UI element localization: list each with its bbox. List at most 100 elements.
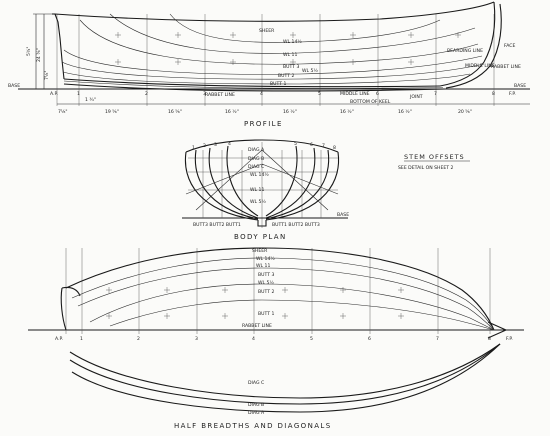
hb-station-6: 6 xyxy=(368,336,371,342)
dim-station-7: 16 ½" xyxy=(398,108,412,115)
label-sheer: SHEER xyxy=(259,28,275,34)
profile-station-4: 4 xyxy=(260,91,263,97)
hb-wl-14-half xyxy=(71,257,495,331)
bp-station-3: 3 xyxy=(214,142,217,148)
diag-a-line xyxy=(69,343,501,399)
hb-label-butt-1: BUTT 1 xyxy=(258,311,275,317)
bp-station-1: 1 xyxy=(192,145,195,151)
body-plan-sections-aft xyxy=(184,145,259,221)
profile-station-3: 3 xyxy=(203,91,206,97)
hb-label-wl-14-half: WL 14½ xyxy=(256,255,275,262)
hb-station-ap: A.P. xyxy=(55,336,63,342)
body-plan-title: BODY PLAN xyxy=(234,233,287,241)
hb-transom xyxy=(60,287,67,331)
label-bp-wl-5-half: WL 5½ xyxy=(250,198,266,205)
dim-height-b: 24 ⅜" xyxy=(36,48,42,62)
profile-station-ap: A.P. xyxy=(50,91,58,97)
stem-outer xyxy=(445,3,502,89)
hb-station-3: 3 xyxy=(195,336,198,342)
dim-station-8: 20 ⅝" xyxy=(458,109,472,115)
bp-station-6: 6 xyxy=(310,142,313,148)
label-bottom-of-keel: BOTTOM OF KEEL xyxy=(350,99,391,105)
profile-plus-marks xyxy=(115,32,461,65)
hb-label-sheer: SHEER xyxy=(252,248,268,254)
hb-station-5: 5 xyxy=(310,336,313,342)
body-plan-sheer xyxy=(185,139,339,153)
dim-height-a: 5¾" xyxy=(26,47,32,57)
label-rabbet-line-bow: RABBET LINE xyxy=(491,64,521,70)
label-wl-14-half: WL 14½ xyxy=(283,38,302,45)
wl-5-half-curve xyxy=(61,61,485,80)
transom-line xyxy=(54,13,65,80)
profile-station-8: 8 xyxy=(492,91,495,97)
profile-title: PROFILE xyxy=(244,120,283,128)
stem-offsets-note: STEM OFFSETS SEE DETAIL ON SHEET 2 xyxy=(398,153,470,171)
hb-plus-marks xyxy=(106,287,404,319)
hb-station-4: 4 xyxy=(252,336,255,342)
label-face: FACE xyxy=(504,43,515,49)
wl-11-curve xyxy=(169,13,441,43)
label-diag-c: DIAG C xyxy=(248,164,264,170)
bp-station-8: 8 xyxy=(333,145,336,151)
bp-station-7: 7 xyxy=(322,143,325,149)
dim-station-4: 16 ½" xyxy=(225,108,239,115)
profile-height-dims xyxy=(33,13,55,89)
label-wl-5-half: WL 5½ xyxy=(302,67,318,74)
hb-bow-tip xyxy=(487,321,508,339)
label-base-left: BASE xyxy=(8,83,20,89)
stem-face xyxy=(439,1,496,87)
dim-station-2: 19 ⅝" xyxy=(105,109,119,115)
middle-line xyxy=(63,80,444,89)
hb-wl-11 xyxy=(77,267,495,331)
label-wl-11: WL 11 xyxy=(283,52,297,58)
label-hb-diag-b: DIAG B xyxy=(248,402,264,408)
label-diag-b: DIAG B xyxy=(248,156,264,162)
label-bearding-line: BEARDING LINE xyxy=(447,48,483,54)
profile-station-6: 6 xyxy=(376,91,379,97)
diagonals-view: DIAG C DIAG B DIAG A HALF BREADTHS AND D… xyxy=(69,343,501,430)
diag-b-line xyxy=(69,343,501,405)
hb-label-butt-3: BUTT 3 xyxy=(258,272,275,278)
body-plan-diagonals xyxy=(185,149,339,211)
wl-14-half-curve xyxy=(109,13,476,54)
label-bp-butts-left: BUTT3 BUTT2 BUTT1 xyxy=(193,222,241,228)
profile-station-1: 1 xyxy=(77,91,80,97)
dim-station-5: 16 ½" xyxy=(283,108,297,115)
body-plan-keel xyxy=(257,220,267,227)
hb-label-rabbet-line: RABBET LINE xyxy=(242,323,272,329)
dim-height-c: 7⅛" xyxy=(44,71,50,81)
label-middle-line: MIDDLE LINE xyxy=(340,91,370,97)
hb-station-1: 1 xyxy=(80,336,83,342)
hb-wl-5-half xyxy=(89,283,495,331)
label-butt-2: BUTT 2 xyxy=(278,73,295,79)
label-bp-wl-14-half: WL 14½ xyxy=(250,171,269,178)
label-bp-butts-right: BUTT1 BUTT2 BUTT3 xyxy=(272,222,320,228)
half-breadth-view: SHEER WL 14½ WL 11 BUTT 3 WL 5½ BUTT 2 B… xyxy=(28,247,524,342)
label-middle-line-bow: MIDDLE LINE xyxy=(465,63,495,69)
half-breadths-title: HALF BREADTHS AND DIAGONALS xyxy=(174,422,332,430)
body-plan-sections-fwd xyxy=(265,145,340,221)
profile-station-7: 7 xyxy=(434,91,437,97)
profile-station-lines xyxy=(56,14,495,106)
hb-butt-curve xyxy=(109,299,495,331)
butt-1-curve xyxy=(62,71,471,85)
keel-bottom xyxy=(63,83,447,92)
label-hb-diag-c: DIAG C xyxy=(248,380,264,386)
hb-sheer xyxy=(65,247,495,331)
label-bp-base: BASE xyxy=(337,212,349,218)
hb-label-wl-5-half: WL 5½ xyxy=(258,279,274,286)
butt-3-curve xyxy=(79,19,479,65)
hb-station-7: 7 xyxy=(436,336,439,342)
label-butt-1: BUTT 1 xyxy=(270,81,287,87)
stem-offsets-title: STEM OFFSETS xyxy=(404,153,465,161)
bp-station-4: 4 xyxy=(228,141,231,147)
hb-station-lines xyxy=(65,248,491,334)
profile-station-5: 5 xyxy=(318,91,321,97)
label-hb-diag-a: DIAG A xyxy=(248,410,265,416)
butt-2-curve xyxy=(63,49,483,75)
profile-station-fp: F.P. xyxy=(509,91,516,97)
label-joint: JOINT xyxy=(409,94,423,100)
bp-station-5: 5 xyxy=(294,141,297,147)
